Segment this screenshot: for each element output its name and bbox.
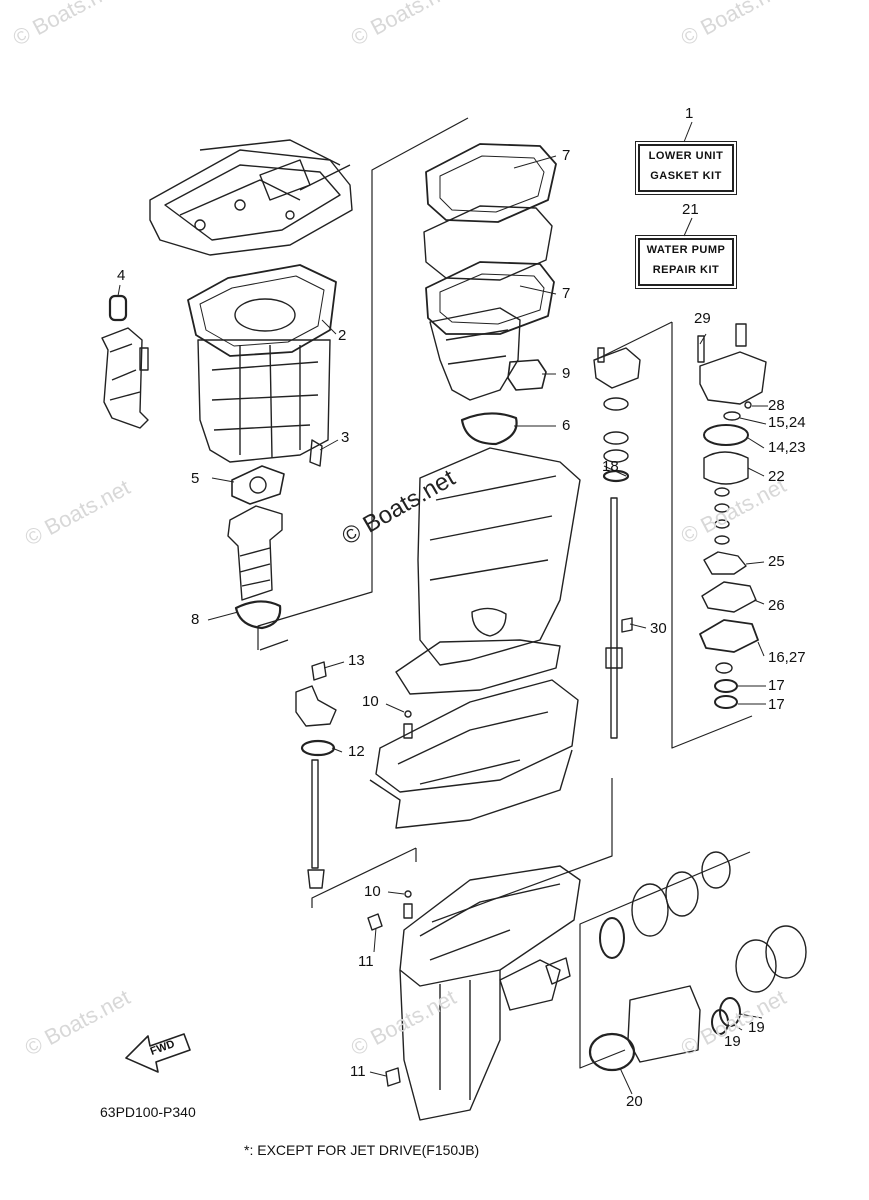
part-17-seal-b — [714, 695, 738, 709]
part-25-impeller — [703, 551, 747, 575]
part-7-gasket-upper — [425, 143, 557, 223]
callout-18: 18 — [602, 458, 619, 475]
part-extension — [227, 505, 283, 601]
part-10-dowel-lower — [404, 890, 412, 898]
callout-2: 2 — [338, 327, 347, 344]
callout-17-lower: 17 — [768, 696, 785, 713]
part-gear-case — [399, 865, 581, 1121]
callout-17-upper: 17 — [768, 677, 785, 694]
callout-19-left: 19 — [724, 1033, 741, 1050]
callout-3: 3 — [341, 429, 350, 446]
part-16-27-gasket — [699, 619, 759, 653]
callout-30: 30 — [650, 620, 667, 637]
callout-25: 25 — [768, 553, 785, 570]
callout-4: 4 — [117, 267, 126, 284]
callout-20: 20 — [626, 1093, 643, 1110]
callout-11-lower: 11 — [350, 1063, 366, 1080]
callout-26: 26 — [768, 597, 785, 614]
part-10-dowel-upper — [404, 710, 412, 718]
part-cover-bracket — [101, 327, 149, 429]
part-15-24-seal — [723, 411, 741, 421]
callout-15-24: 15,24 — [768, 414, 806, 431]
kit-lower-unit-gasket: LOWER UNIT GASKET KIT — [635, 141, 737, 195]
callout-14-23: 14,23 — [768, 439, 806, 456]
part-22-insert — [703, 451, 749, 485]
part-19-seal-a — [719, 997, 741, 1027]
callout-10-lower: 10 — [364, 883, 381, 900]
part-bolt — [139, 347, 149, 371]
callout-12: 12 — [348, 743, 365, 760]
leader-lines — [117, 121, 768, 1095]
part-shim — [599, 917, 625, 959]
callout-13: 13 — [348, 652, 365, 669]
part-water-pump — [697, 323, 767, 709]
diagram-code: 63PD100-P340 — [100, 1104, 196, 1120]
part-drive-shaft — [593, 347, 641, 739]
part-shift-rod — [311, 759, 319, 869]
group-lines — [257, 117, 753, 1069]
kit-line: WATER PUMP — [646, 244, 726, 256]
part-14-23-o-ring — [703, 424, 749, 446]
part-6-seal — [460, 412, 518, 446]
part-exhaust-guide — [149, 139, 353, 256]
part-17-seal-a — [714, 679, 738, 693]
kit-line: GASKET KIT — [650, 170, 722, 182]
callout-19-right: 19 — [748, 1019, 765, 1036]
part-gear-set — [588, 851, 807, 1072]
callout-9: 9 — [562, 365, 571, 382]
part-20-o-ring — [588, 1032, 636, 1072]
part-forward-gear — [631, 883, 669, 937]
part-plate — [423, 205, 553, 281]
part-7-gasket-lower — [425, 261, 555, 335]
part-8-seal — [234, 600, 282, 630]
part-2-gasket — [187, 264, 337, 357]
part-26-plate — [701, 581, 757, 613]
callout-11-upper: 11 — [358, 953, 374, 970]
callout-29: 29 — [694, 310, 711, 327]
part-19-seal-b — [711, 1009, 729, 1035]
callout-28: 28 — [768, 397, 785, 414]
part-5-gasket — [231, 465, 285, 505]
callout-8: 8 — [191, 611, 200, 628]
part-11-plug-upper — [367, 913, 383, 931]
callout-10-upper: 10 — [362, 693, 379, 710]
part-upper-casing-cover — [101, 294, 149, 429]
part-30-key — [621, 617, 633, 633]
part-upper-casing — [197, 339, 331, 463]
part-shift-bracket — [295, 685, 337, 727]
part-lower-plate — [369, 679, 579, 829]
part-12-o-ring — [300, 739, 336, 757]
kit-line: LOWER UNIT — [648, 150, 724, 162]
part-29-bolt — [697, 335, 705, 363]
fwd-arrow-icon — [125, 1033, 191, 1073]
callout-7-lower: 7 — [562, 285, 571, 302]
part-11-plug-lower — [385, 1067, 401, 1087]
part-pump-housing — [699, 351, 767, 405]
callout-5: 5 — [191, 470, 200, 487]
part-3-bolt — [309, 439, 323, 467]
part-drive-shaft-housing — [395, 447, 581, 695]
part-28-pin — [744, 401, 752, 409]
part-9-damper — [507, 359, 547, 391]
footnote: *: EXCEPT FOR JET DRIVE(F150JB) — [244, 1142, 480, 1158]
callout-16-27: 16,27 — [768, 649, 806, 666]
callout-1: 1 — [685, 105, 694, 122]
part-exhaust-housing — [429, 307, 521, 401]
callout-7-upper: 7 — [562, 147, 571, 164]
callout-6: 6 — [562, 417, 571, 434]
part-13-nut — [311, 661, 327, 681]
callout-22: 22 — [768, 468, 785, 485]
callout-21: 21 — [682, 201, 699, 218]
kit-line: REPAIR KIT — [652, 264, 720, 276]
kit-water-pump-repair: WATER PUMP REPAIR KIT — [635, 235, 737, 289]
part-4-gasket — [108, 294, 128, 322]
